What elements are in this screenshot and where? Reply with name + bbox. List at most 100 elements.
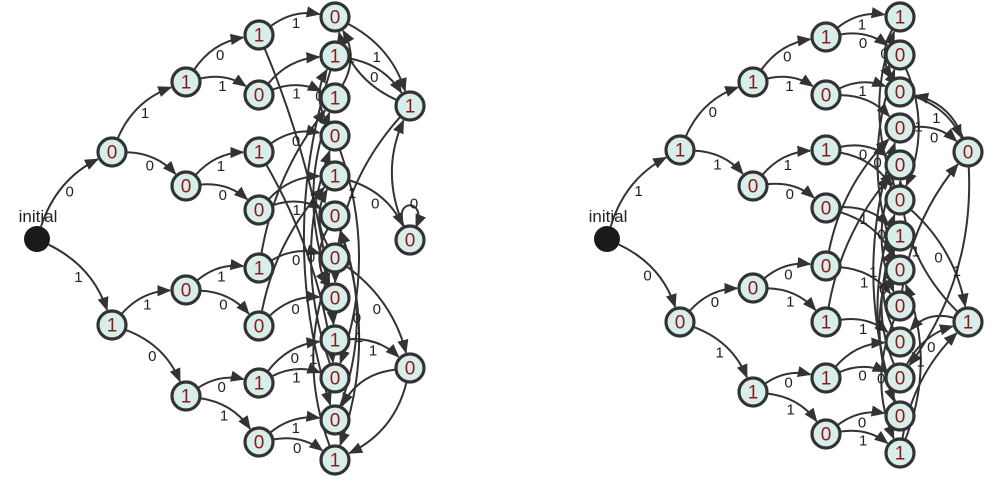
transition-arrow xyxy=(766,287,817,312)
transition-arrow xyxy=(124,328,181,383)
transition-label: 0 xyxy=(218,379,226,396)
transition-label: 0 xyxy=(410,196,418,213)
transition-label: 1 xyxy=(784,157,792,174)
transition-label: 0 xyxy=(858,367,866,384)
transition-arrow xyxy=(195,258,245,282)
state-node xyxy=(170,380,202,412)
state-value: 0 xyxy=(821,199,832,220)
state-value: 0 xyxy=(405,231,416,252)
state-value: 1 xyxy=(821,313,832,334)
transition-label: 1 xyxy=(713,157,721,174)
state-node xyxy=(884,112,916,144)
transition-arrow xyxy=(763,366,812,385)
transition-arrow xyxy=(913,125,958,142)
transition-arrow xyxy=(48,243,109,312)
transition-label: 0 xyxy=(371,196,379,213)
state-value: 0 xyxy=(895,261,906,282)
state-value: 0 xyxy=(821,86,832,107)
transition-label: 1 xyxy=(217,268,225,285)
state-value: 1 xyxy=(895,444,906,465)
transition-arrow xyxy=(839,429,889,444)
state-value: 1 xyxy=(895,227,906,248)
state-node xyxy=(952,136,984,168)
transition-label: 0 xyxy=(858,414,866,431)
transition-label: 1 xyxy=(348,185,356,202)
transition-label: 0 xyxy=(292,133,300,150)
state-node xyxy=(319,40,351,72)
transition-label: 1 xyxy=(859,433,867,450)
transition-arrow xyxy=(760,35,812,72)
state-value: 1 xyxy=(330,451,341,472)
transition-label: 1 xyxy=(309,351,317,368)
state-node xyxy=(884,400,916,432)
transition-label: 0 xyxy=(934,249,942,266)
state-node xyxy=(737,66,769,98)
initial-label: initial xyxy=(19,207,58,226)
state-node xyxy=(96,309,128,341)
state-node xyxy=(737,376,769,408)
initial-state-dot xyxy=(24,226,50,252)
state-value: 0 xyxy=(895,156,906,177)
transition-label: 0 xyxy=(873,155,881,172)
state-value: 1 xyxy=(107,316,118,337)
transition-label: 0 xyxy=(216,47,224,64)
transition-label: 1 xyxy=(141,105,149,122)
transition-arrow xyxy=(766,182,815,199)
state-node xyxy=(319,404,351,436)
transition-label: 1 xyxy=(347,49,355,66)
transition-label: 1 xyxy=(373,49,381,66)
state-node xyxy=(884,220,916,252)
transition-arrow xyxy=(341,368,397,407)
transition-label: 1 xyxy=(875,317,883,334)
state-node xyxy=(810,362,842,394)
transition-arrow xyxy=(684,86,740,138)
transition-arrow xyxy=(692,325,748,379)
transition-label: 1 xyxy=(309,190,317,207)
state-node xyxy=(170,170,202,202)
transition-label: 0 xyxy=(370,69,378,86)
transition-label: 0 xyxy=(711,294,719,311)
transition-label: 0 xyxy=(291,301,299,318)
transition-arrow xyxy=(908,165,971,367)
state-node xyxy=(394,352,426,384)
transition-arrow xyxy=(836,405,886,427)
state-node xyxy=(96,136,128,168)
transition-arrow xyxy=(390,119,406,228)
transition-arrow xyxy=(839,32,889,47)
transition-label: 0 xyxy=(784,374,792,391)
transition-arrow xyxy=(336,31,398,102)
state-node xyxy=(319,242,351,274)
state-value: 0 xyxy=(330,369,341,390)
state-node xyxy=(664,306,696,338)
transition-arrow xyxy=(302,68,332,407)
transition-arrow xyxy=(834,337,886,368)
state-node xyxy=(884,39,916,71)
transition-label: 1 xyxy=(860,274,868,291)
transition-arrow xyxy=(270,362,322,378)
state-value: 1 xyxy=(254,374,265,395)
transition-arrow xyxy=(270,244,321,262)
state-value: 0 xyxy=(330,411,341,432)
transition-label: 1 xyxy=(143,297,151,314)
state-diagram-right: 100101011001011010111001011000100001111i… xyxy=(589,1,984,469)
state-value: 1 xyxy=(254,143,265,164)
state-value: 0 xyxy=(254,433,265,454)
state-node xyxy=(243,252,275,284)
transition-arrow xyxy=(197,370,245,390)
state-diagram-left: 01101001101001110100101010100101100110in… xyxy=(19,1,426,476)
state-node xyxy=(884,326,916,358)
state-value: 0 xyxy=(675,313,686,334)
transition-label: 1 xyxy=(932,110,940,127)
state-node xyxy=(319,120,351,152)
state-node xyxy=(884,254,916,286)
transition-arrow xyxy=(116,86,173,140)
state-value: 0 xyxy=(181,177,192,198)
state-value: 0 xyxy=(895,83,906,104)
state-node xyxy=(884,149,916,181)
state-node xyxy=(170,274,202,306)
state-node xyxy=(810,79,842,111)
state-node xyxy=(319,444,351,476)
state-value: 1 xyxy=(330,89,341,110)
transition-arrow xyxy=(688,282,739,313)
